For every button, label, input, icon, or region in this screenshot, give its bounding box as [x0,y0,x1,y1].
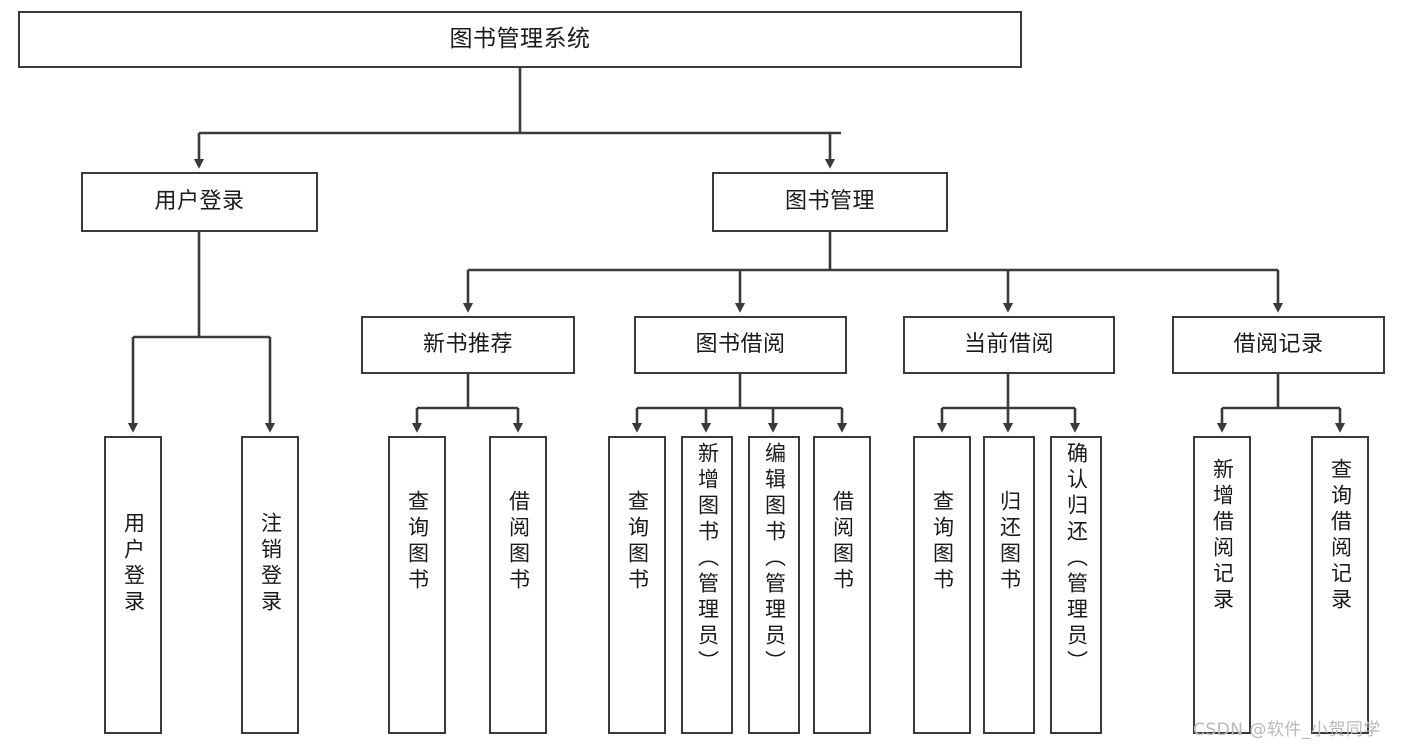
node-root-label: 图书管理系统 [449,26,591,52]
node-borrow-records[interactable]: 借阅记录 [1172,316,1385,374]
leaf-new-book-borrow[interactable]: 借阅图书 [489,436,547,734]
leaf-current-confirm-return-label: 确认归还（管理员） [1064,442,1089,676]
leaf-user-login-logout[interactable]: 注销登录 [241,436,299,734]
node-book-management[interactable]: 图书管理 [712,172,948,232]
leaf-new-book-query[interactable]: 查询图书 [388,436,446,734]
leaf-borrow-edit-book-label: 编辑图书（管理员） [762,442,787,676]
leaf-user-login-logout-label: 注销登录 [258,512,283,616]
node-root[interactable]: 图书管理系统 [18,11,1022,68]
leaf-borrow-add-book-label: 新增图书（管理员） [695,442,720,676]
node-user-login[interactable]: 用户登录 [81,172,318,232]
leaf-current-return-book[interactable]: 归还图书 [983,436,1035,734]
leaf-user-login-login-label: 用户登录 [121,512,146,616]
leaf-current-return-book-label: 归还图书 [997,490,1022,594]
leaf-borrow-query-book-label: 查询图书 [625,490,650,594]
leaf-current-query-book-label: 查询图书 [930,490,955,594]
node-borrow-records-label: 借阅记录 [1233,332,1324,357]
leaf-borrow-borrow-book[interactable]: 借阅图书 [813,436,871,734]
node-user-login-label: 用户登录 [154,189,245,214]
node-book-borrow[interactable]: 图书借阅 [634,316,847,374]
node-book-management-label: 图书管理 [784,189,875,214]
leaf-records-add-record-label: 新增借阅记录 [1210,458,1235,614]
leaf-new-book-query-label: 查询图书 [405,490,430,594]
node-current-borrow[interactable]: 当前借阅 [903,316,1115,374]
watermark: CSDN @软件_小贺同学 [1193,720,1381,740]
leaf-borrow-edit-book[interactable]: 编辑图书（管理员） [748,436,800,734]
leaf-borrow-borrow-book-label: 借阅图书 [830,490,855,594]
leaf-new-book-borrow-label: 借阅图书 [506,490,531,594]
leaf-borrow-add-book[interactable]: 新增图书（管理员） [681,436,733,734]
leaf-current-confirm-return[interactable]: 确认归还（管理员） [1050,436,1102,734]
node-book-borrow-label: 图书借阅 [695,332,786,357]
leaf-records-query-record-label: 查询借阅记录 [1328,458,1353,614]
node-current-borrow-label: 当前借阅 [963,332,1054,357]
leaf-records-add-record[interactable]: 新增借阅记录 [1193,436,1251,734]
leaf-borrow-query-book[interactable]: 查询图书 [608,436,666,734]
node-new-book-recommend[interactable]: 新书推荐 [361,316,575,374]
leaf-user-login-login[interactable]: 用户登录 [104,436,162,734]
node-new-book-recommend-label: 新书推荐 [422,332,513,357]
leaf-records-query-record[interactable]: 查询借阅记录 [1311,436,1369,734]
leaf-current-query-book[interactable]: 查询图书 [913,436,971,734]
